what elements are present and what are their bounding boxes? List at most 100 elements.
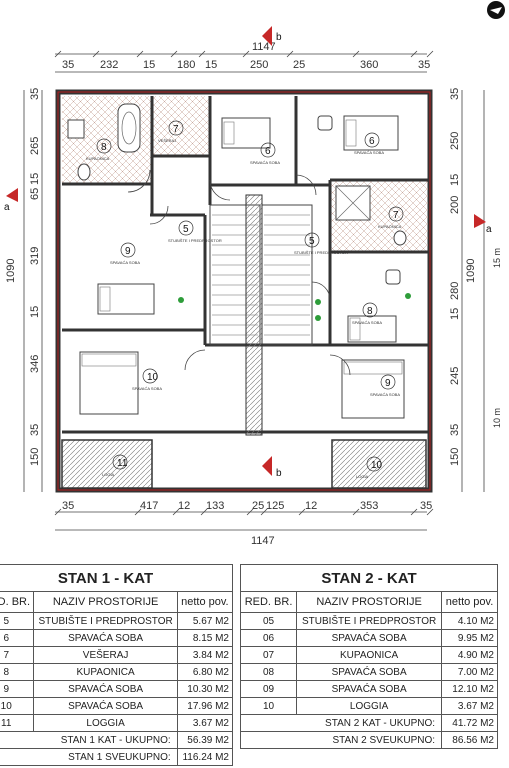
stan1-total-value: 56.39 M2 [176, 731, 234, 749]
stan1-cell-name: SPAVAĆA SOBA [33, 680, 178, 698]
bottom-total-dimension: 1147 [251, 535, 275, 547]
toilet-right-icon [393, 230, 407, 246]
right-dimension-label: 280 [449, 282, 461, 300]
stan2-cell-area: 4.90 M2 [441, 646, 498, 664]
room-number: 9 [125, 246, 131, 257]
left-dimension-label: 346 [29, 355, 41, 373]
stan1-cell-nr: 10 [0, 697, 35, 715]
room-number-circle [112, 454, 128, 470]
room-label: LOGIA [356, 474, 369, 479]
stan1-table: STAN 1 - KAT RED. BR. NAZIV PROSTORIJE n… [0, 564, 234, 766]
stan1-col-area: netto pov. [176, 591, 234, 613]
central-wall-hatch [245, 194, 263, 436]
section-marker-bottom: b [262, 456, 282, 479]
stan2-cell-nr: 09 [239, 680, 298, 698]
toilet-icon [77, 163, 91, 181]
right-dimension-label: 15 [449, 174, 461, 186]
top-dimension-label: 250 [250, 59, 268, 71]
stan2-cell-nr: 08 [239, 663, 298, 681]
stan2-cell-name: SPAVAĆA SOBA [296, 663, 443, 681]
stan1-cell-area: 5.67 M2 [176, 612, 234, 630]
bottom-dimension-label: 25 [252, 500, 264, 512]
top-dimension-label: 360 [360, 59, 378, 71]
staircase-right [261, 204, 313, 346]
stan2-cell-name: SPAVAĆA SOBA [296, 629, 443, 647]
right-dimension-label: 15 [449, 308, 461, 320]
room-number-circle [260, 142, 276, 158]
bottom-dimension-label: 35 [62, 500, 74, 512]
room-label: STUBIŠTE I PREDPROSTOR [168, 238, 222, 243]
stan1-cell-name: KUPAONICA [33, 663, 178, 681]
stan2-cell-area: 3.67 M2 [441, 697, 498, 715]
stan2-cell-area: 12.10 M2 [441, 680, 498, 698]
room-number: 6 [369, 136, 375, 147]
room-label: SPAVAĆA SOBA [250, 160, 280, 165]
room-number: 11 [117, 458, 128, 469]
room-number: 7 [173, 124, 179, 135]
stan2-title: STAN 2 - KAT [240, 564, 498, 592]
stan1-cell-area: 3.84 M2 [176, 646, 234, 664]
left-dimension-label: 15 [29, 306, 41, 318]
stan1-cell-name: SPAVAĆA SOBA [33, 697, 178, 715]
bathtub-icon [117, 103, 141, 153]
room-label: STUBIŠTE I PREDPROSTOR [294, 250, 348, 255]
stan2-col-area: netto pov. [441, 591, 498, 613]
bottom-dimension-label: 417 [140, 500, 158, 512]
bed-room-6-left-icon [221, 117, 271, 149]
room-label: LOGIA [102, 472, 115, 477]
stan1-cell-nr: 11 [0, 714, 35, 732]
room-number: 5 [183, 224, 189, 235]
left-dimension-label: 35 [29, 424, 41, 436]
stan1-cell-name: STUBIŠTE I PREDPROSTOR [33, 612, 178, 630]
stan1-cell-name: LOGGIA [33, 714, 178, 732]
room-number-circle [168, 120, 184, 136]
left-dimension-label: 319 [29, 247, 41, 265]
bottom-dimension-chain [54, 508, 434, 531]
shower-icon [335, 185, 371, 221]
stan1-cell-name: SPAVAĆA SOBA [33, 629, 178, 647]
bottom-dimension-label: 12 [305, 500, 317, 512]
room-label: SPAVAĆA SOBA [132, 386, 162, 391]
room-number-circle [178, 220, 194, 236]
room-number-circle [380, 374, 396, 390]
svg-text:b: b [276, 468, 282, 479]
stan1-title: STAN 1 - KAT [0, 564, 233, 592]
room-label: SPAVAĆA SOBA [110, 260, 140, 265]
left-dimension-chain [23, 90, 43, 492]
top-dimension-label: 232 [100, 59, 118, 71]
bottom-dimension-label: 353 [360, 500, 378, 512]
bed-room-9-left-icon [97, 283, 155, 315]
left-total-dimension: 1090 [5, 259, 17, 283]
section-marker-right: a [474, 214, 492, 235]
area-tables: STAN 1 - KAT RED. BR. NAZIV PROSTORIJE n… [0, 558, 509, 768]
svg-text:b: b [276, 32, 282, 43]
loggia-right [331, 439, 427, 489]
room-number-circle [388, 206, 404, 222]
section-marker-top: b [262, 26, 282, 46]
stan1-cell-nr: 7 [0, 646, 35, 664]
top-dimension-label: 25 [293, 59, 305, 71]
stan1-cell-name: VEŠERAJ [33, 646, 178, 664]
section-marker-left: a [4, 188, 18, 213]
stan1-cell-nr: 6 [0, 629, 35, 647]
level-label-upper: 15 m [492, 248, 502, 268]
room-number: 6 [265, 146, 271, 157]
stan2-cell-nr: 06 [239, 629, 298, 647]
left-dimension-label: 35 [29, 88, 41, 100]
stan2-table: STAN 2 - KAT RED. BR. NAZIV PROSTORIJE n… [239, 564, 498, 749]
bottom-dimension-label: 35 [420, 500, 432, 512]
right-dimension-label: 150 [449, 448, 461, 466]
stan1-col-name: NAZIV PROSTORIJE [33, 591, 178, 613]
stan2-cell-name: KUPAONICA [296, 646, 443, 664]
right-dimension-label: 250 [449, 132, 461, 150]
right-dimension-chain [461, 90, 485, 492]
stan1-grand-label: STAN 1 SVEUKUPNO: [0, 748, 178, 766]
stan1-cell-nr: 8 [0, 663, 35, 681]
top-dimension-chain [54, 50, 434, 73]
